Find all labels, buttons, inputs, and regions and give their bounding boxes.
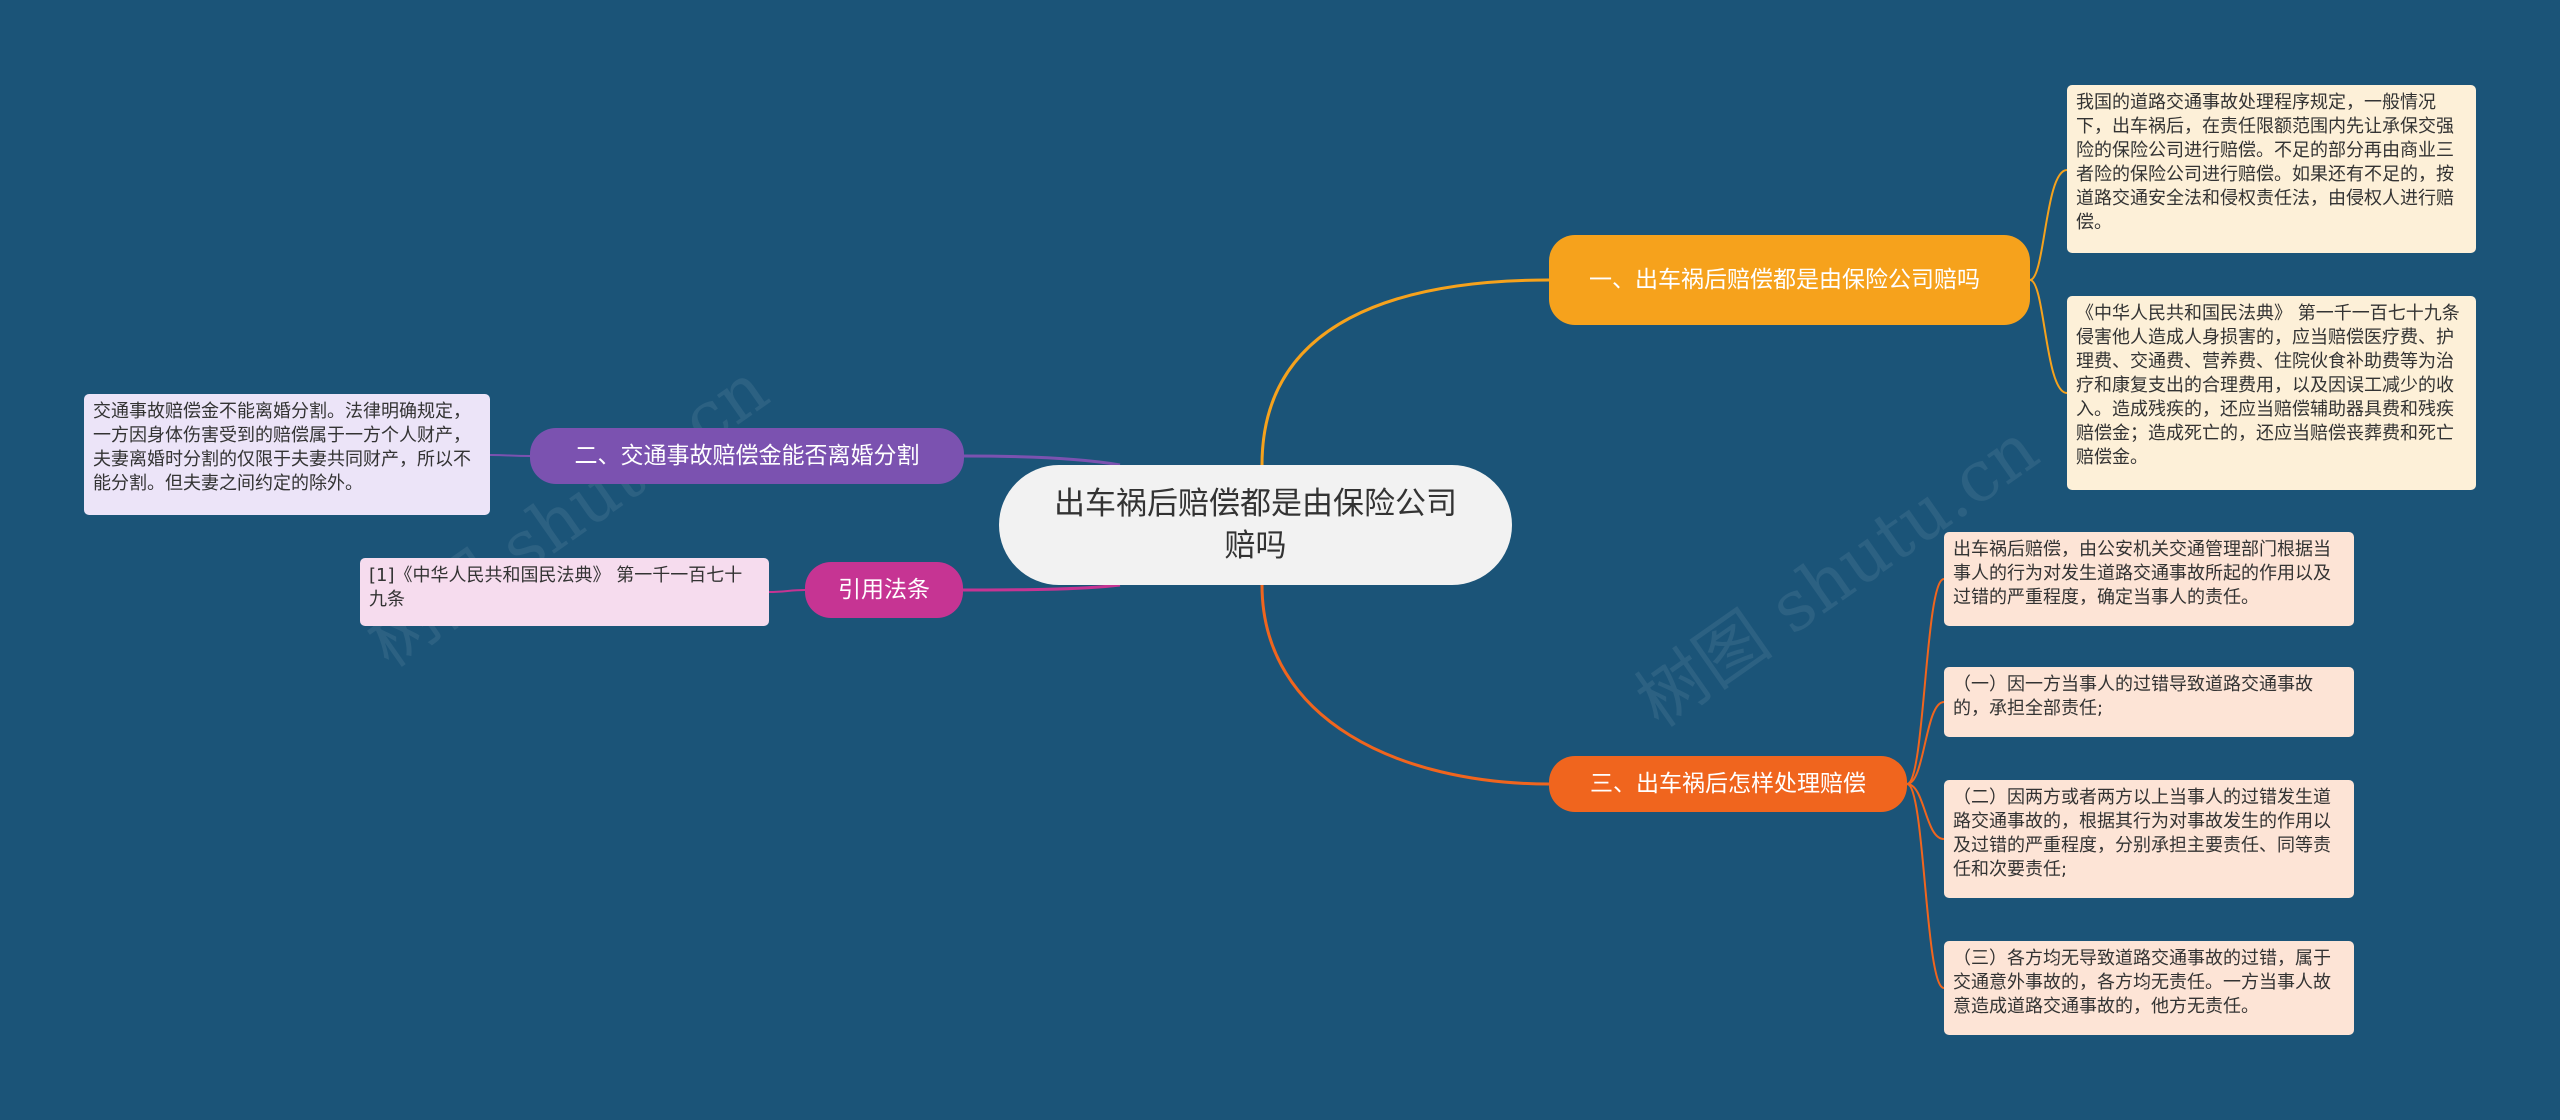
leaf-note-5[interactable]: 出车祸后赔偿，由公安机关交通管理部门根据当事人的行为对发生道路交通事故所起的作用… — [1944, 532, 2354, 626]
leaf-note-6[interactable]: （一）因一方当事人的过错导致道路交通事故的，承担全部责任; — [1944, 667, 2354, 737]
edge-b2-l3 — [489, 454, 531, 457]
leaf-note-3[interactable]: 交通事故赔偿金不能离婚分割。法律明确规定，一方因身体伤害受到的赔偿属于一方个人财… — [84, 394, 490, 515]
branch-topic-3[interactable]: 三、出车祸后怎样处理赔偿 — [1549, 756, 1907, 812]
edge-center-b1 — [1260, 278, 1550, 466]
leaf-note-4[interactable]: [1]《中华人民共和国民法典》 第一千一百七十九条 — [360, 558, 769, 626]
edge-b4-l5 — [1906, 578, 1945, 785]
edge-b1-l1 — [2029, 169, 2068, 281]
leaf-note-7[interactable]: （二）因两方或者两方以上当事人的过错发生道路交通事故的，根据其行为对事故发生的作… — [1944, 780, 2354, 898]
edge-center-b3 — [962, 583, 1121, 592]
leaf-note-8[interactable]: （三）各方均无导致道路交通事故的过错，属于交通意外事故的，各方均无责任。一方当事… — [1944, 941, 2354, 1035]
branch-topic-2[interactable]: 二、交通事故赔偿金能否离婚分割 — [530, 428, 964, 484]
leaf-note-1[interactable]: 我国的道路交通事故处理程序规定，一般情况下，出车祸后，在责任限额范围内先让承保交… — [2067, 85, 2476, 253]
edge-b3-l4 — [768, 589, 806, 593]
edge-b4-l8 — [1906, 783, 1945, 989]
edge-b4-l7 — [1906, 783, 1945, 840]
branch-topic-1[interactable]: 一、出车祸后赔偿都是由保险公司赔吗 — [1549, 235, 2030, 325]
edge-center-b4 — [1260, 584, 1550, 786]
branch-topic-citations[interactable]: 引用法条 — [805, 562, 963, 618]
edge-b1-l2 — [2029, 279, 2068, 394]
leaf-note-2[interactable]: 《中华人民共和国民法典》 第一千一百七十九条 侵害他人造成人身损害的，应当赔偿医… — [2067, 296, 2476, 490]
central-topic[interactable]: 出车祸后赔偿都是由保险公司赔吗 — [999, 465, 1512, 585]
edge-b4-l6 — [1906, 701, 1945, 785]
edge-center-b2 — [963, 454, 1121, 467]
